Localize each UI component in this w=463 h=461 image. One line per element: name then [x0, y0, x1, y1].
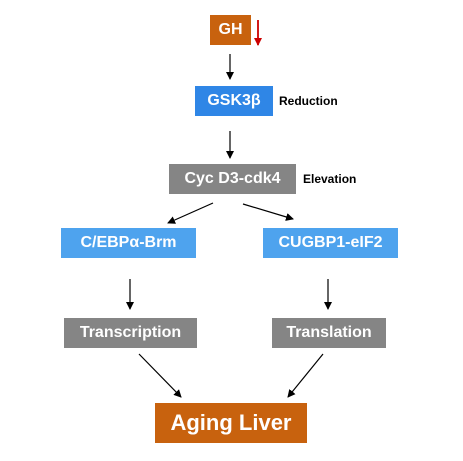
- arrow-transcription-to-aging-liver: [138, 353, 182, 398]
- gh-node: GH: [210, 15, 251, 45]
- cyc-d3-cdk4-node: Cyc D3-cdk4: [169, 164, 296, 194]
- cugbp1-eif2-node: CUGBP1-eIF2: [263, 228, 398, 258]
- cebpa-brm-node-label: C/EBPα-Brm: [80, 234, 177, 251]
- arrow-cyc-to-cugbp1: [242, 203, 294, 221]
- aging-liver-node-label: Aging Liver: [170, 410, 292, 435]
- reduction-label: Reduction: [279, 94, 338, 108]
- cebpa-brm-node: C/EBPα-Brm: [61, 228, 196, 258]
- cugbp1-eif2-node-label: CUGBP1-eIF2: [278, 234, 383, 251]
- arrow-translation-to-aging-liver: [287, 353, 324, 398]
- arrow-cyc-to-cebpa: [167, 202, 214, 224]
- gh-node-label: GH: [218, 21, 243, 38]
- aging-liver-node: Aging Liver: [155, 403, 307, 443]
- gsk3b-node-label: GSK3β: [207, 92, 261, 109]
- transcription-node-label: Transcription: [79, 324, 182, 341]
- translation-node: Translation: [272, 318, 386, 348]
- cyc-d3-cdk4-node-label: Cyc D3-cdk4: [184, 170, 281, 187]
- gsk3b-node: GSK3β: [195, 86, 273, 116]
- transcription-node: Transcription: [64, 318, 197, 348]
- elevation-label: Elevation: [303, 172, 357, 186]
- translation-node-label: Translation: [286, 324, 372, 341]
